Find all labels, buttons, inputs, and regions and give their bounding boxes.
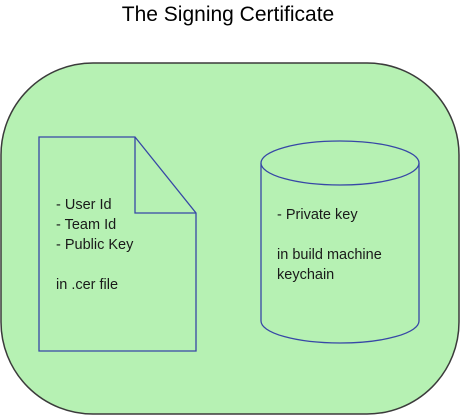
certificate-line-public-key: - Public Key [56,237,134,253]
certificate-file-text: - User Id - Team Id - Public Key in .cer… [56,195,133,295]
keychain-cylinder-top [260,140,420,186]
certificate-footer: in .cer file [56,277,119,293]
certificate-line-user-id: - User Id [56,197,112,213]
keychain-line-private-key: - Private key [277,207,358,223]
keychain-footer-line-2: keychain [277,267,335,283]
keychain-text: - Private key in build machine keychain [277,205,382,285]
certificate-file-shape [38,136,197,352]
diagram-title: The Signing Certificate [121,3,335,26]
certificate-file-fold [134,137,196,214]
keychain-cylinder-body [260,163,420,344]
certificate-line-team-id: - Team Id [56,217,117,233]
keychain-footer-line-1: in build machine [277,247,382,263]
